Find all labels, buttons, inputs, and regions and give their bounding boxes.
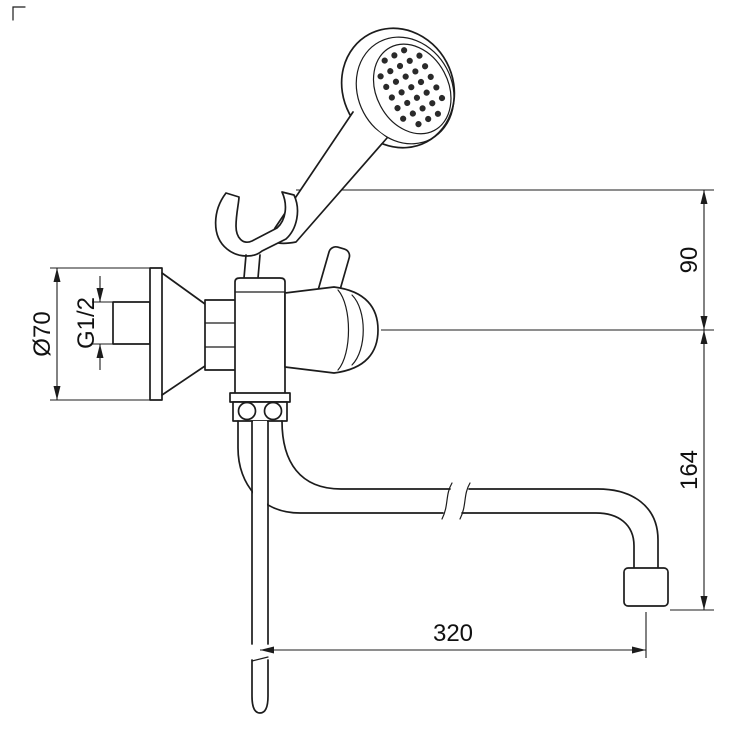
label-cradle-height: 90 xyxy=(676,247,703,274)
corner-mark xyxy=(12,6,26,21)
spray-dots xyxy=(377,47,446,128)
dimensions: Ø70 G1/2 90 164 xyxy=(29,189,714,658)
hose-break-edge xyxy=(251,656,269,662)
cradle-fork xyxy=(214,191,299,257)
body-lower-rings xyxy=(229,392,291,422)
arrowhead-down xyxy=(53,386,61,400)
label-flange-diameter: Ø70 xyxy=(29,311,56,356)
dimension-cradle-height: 90 xyxy=(296,189,714,331)
knob-face-line xyxy=(351,294,364,366)
arrowhead-up xyxy=(700,330,708,344)
label-outlet-drop: 164 xyxy=(676,450,703,490)
cradle-stem xyxy=(243,254,247,279)
wall-connection xyxy=(112,267,238,401)
control-group xyxy=(284,245,379,374)
shower-head-face xyxy=(355,36,455,145)
spout-right-bottom xyxy=(461,512,635,569)
spout-break-mark xyxy=(441,482,453,520)
arrowhead-up xyxy=(700,190,708,204)
arrowhead-right xyxy=(632,646,646,654)
valve-body-outline xyxy=(234,277,286,394)
connector-ring xyxy=(263,401,283,421)
wall-flange xyxy=(149,267,163,401)
cradle-stem xyxy=(257,254,261,279)
knob-face-line xyxy=(337,289,350,371)
arrowhead-up xyxy=(53,268,61,282)
spout-inner-curve xyxy=(281,420,451,490)
thread-pipe-g12 xyxy=(112,301,151,345)
arrowhead-down xyxy=(700,596,708,610)
dimension-flange-diameter: Ø70 xyxy=(29,267,150,401)
dimension-outlet-drop: 164 xyxy=(670,330,714,611)
shower-head xyxy=(271,27,456,245)
flange-cone-line xyxy=(161,272,206,305)
dimension-spout-reach: 320 xyxy=(260,612,647,658)
arrowhead-left xyxy=(260,646,274,654)
spout-right-top xyxy=(468,488,659,569)
head-rim-line xyxy=(355,36,455,145)
hose-end-piece xyxy=(251,659,269,714)
flange-cone-line xyxy=(161,365,206,396)
spout-break-mark xyxy=(459,482,471,520)
connector-ring xyxy=(237,401,257,421)
spout-nozzle xyxy=(623,567,669,607)
handle-knob xyxy=(284,286,379,374)
faucet-drawing xyxy=(112,27,669,714)
hex-nut xyxy=(204,299,238,371)
arrowhead-down xyxy=(700,316,708,330)
dimension-connection-thread: G1/2 xyxy=(73,276,113,370)
arrowhead-up xyxy=(96,344,104,358)
valve-body xyxy=(234,277,286,394)
label-spout-reach: 320 xyxy=(433,620,473,647)
body-collar-ring xyxy=(229,392,291,403)
hose-mask xyxy=(253,421,267,644)
label-connection-thread: G1/2 xyxy=(73,297,100,349)
shower-cradle xyxy=(214,191,299,279)
shower-hose xyxy=(251,420,269,714)
arrowhead-down xyxy=(96,288,104,302)
spout xyxy=(237,420,669,607)
spray-plate-outline xyxy=(372,43,452,135)
